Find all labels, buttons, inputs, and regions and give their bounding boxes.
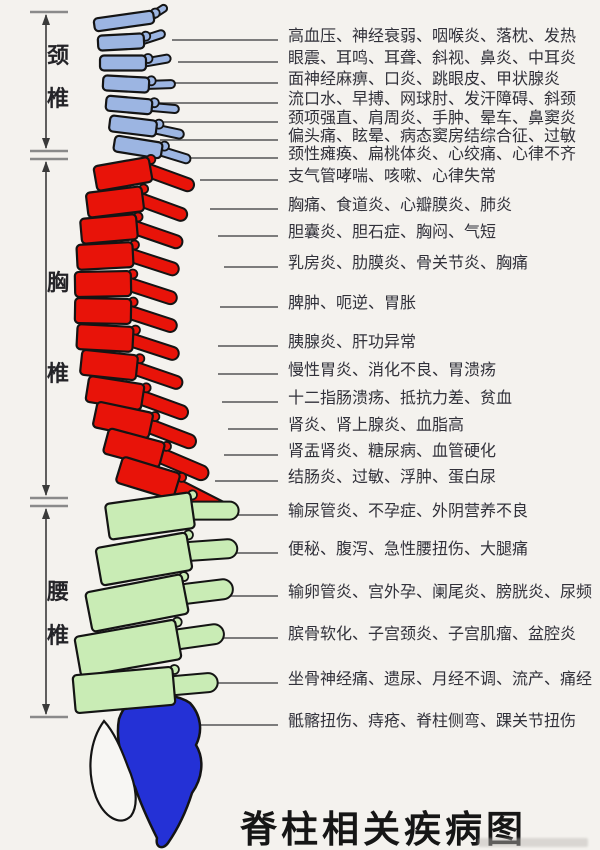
lumbar-vertebra <box>84 571 234 633</box>
cervical-label-char: 椎 <box>46 86 69 111</box>
disease-label: 便秘、腹泻、急性腰扭伤、大腿痛 <box>288 541 529 558</box>
thoracic-vertebra <box>102 427 210 482</box>
disease-label: 支气管哮喘、咳嗽、心律失常 <box>288 168 497 185</box>
spine-column <box>71 3 240 849</box>
thoracic-vertebra <box>73 268 178 306</box>
cervical-vertebra <box>92 3 169 33</box>
disease-label: 偏头痛、眩晕、病态窦房结综合征、过敏 <box>288 128 577 145</box>
cervical-vertebra <box>96 29 166 52</box>
cervical-vertebra <box>112 134 192 165</box>
disease-label: 颈项强直、肩周炎、手肿、晕车、鼻窦炎 <box>288 110 577 127</box>
cervical-extent-arrow <box>30 10 68 153</box>
thoracic-vertebra <box>85 183 189 222</box>
disease-label: 面神经麻痹、口炎、跳眼皮、甲状腺炎 <box>288 71 561 88</box>
disease-label: 十二指肠溃疡、抵抗力差、贫血 <box>288 390 513 407</box>
disease-label: 脾肿、呃逆、胃胀 <box>288 295 417 312</box>
disease-label: 输尿管炎、不孕症、外阴营养不良 <box>288 503 529 520</box>
cervical-label-char: 颈 <box>46 43 69 68</box>
lumbar-vertebra <box>73 616 225 678</box>
disease-label: 胸痛、食道炎、心瓣膜炎、肺炎 <box>288 197 513 214</box>
disease-label: 肾炎、肾上腺炎、血脂高 <box>288 417 465 434</box>
cervical-vertebra <box>101 74 176 94</box>
thoracic-vertebra <box>73 296 178 333</box>
thoracic-vertebra <box>92 154 196 193</box>
lumbar-label-char: 腰 <box>46 579 69 604</box>
thoracic-extent-arrow <box>30 157 68 500</box>
disease-label: 胰腺炎、肝功异常 <box>288 334 417 351</box>
disease-label: 膑骨软化、子宫颈炎、子宫肌瘤、盆腔炎 <box>288 626 577 643</box>
disease-label: 流口水、早搏、网球肘、发汗障碍、斜颈 <box>288 91 577 108</box>
lumbar-label-char: 椎 <box>46 623 69 648</box>
lumbar-vertebra <box>104 489 240 541</box>
disease-label: 胆囊炎、胆石症、胸闷、气短 <box>288 224 497 241</box>
cervical-vertebra <box>98 53 172 72</box>
disease-label: 骶髂扭伤、痔疮、脊柱侧弯、踝关节扭伤 <box>288 713 577 730</box>
leader-lines <box>150 39 278 726</box>
sacrum-shape <box>116 693 203 849</box>
disease-label: 肾盂肾炎、糖尿病、血管硬化 <box>288 443 497 460</box>
thoracic-vertebra <box>79 211 184 250</box>
disease-label: 颈性瘫痪、扁桃体炎、心绞痛、心律不齐 <box>288 146 577 163</box>
diagram-title: 脊柱相关疾病图 <box>240 810 527 850</box>
lumbar-vertebra <box>94 529 239 587</box>
cervical-vertebra <box>108 114 185 140</box>
disease-label: 结肠炎、过敏、浮肿、蛋白尿 <box>288 469 497 486</box>
disease-label: 眼震、耳鸣、耳聋、斜视、鼻炎、中耳炎 <box>288 50 577 67</box>
thoracic-label-char: 胸 <box>46 270 69 295</box>
thoracic-vertebra <box>79 348 184 390</box>
disease-label: 高血压、神经衰弱、咽喉炎、落枕、发热 <box>288 28 577 45</box>
disease-label: 乳房炎、肋膜炎、骨关节炎、胸痛 <box>288 255 529 272</box>
ilium-shape <box>89 719 137 822</box>
thoracic-vertebra <box>75 239 180 277</box>
disease-label: 输卵管炎、宫外孕、阑尾炎、膀胱炎、尿频 <box>288 584 593 601</box>
lumbar-vertebra <box>71 664 219 715</box>
cervical-vertebra <box>104 94 180 116</box>
disease-label: 坐骨神经痛、遗尿、月经不调、流产、痛经 <box>288 671 593 688</box>
lumbar-extent-arrow <box>30 504 68 719</box>
thoracic-vertebra <box>75 323 180 361</box>
disease-label: 慢性胃炎、消化不良、胃溃疡 <box>288 362 497 379</box>
watermark <box>478 838 588 847</box>
thoracic-label-char: 椎 <box>46 361 69 386</box>
